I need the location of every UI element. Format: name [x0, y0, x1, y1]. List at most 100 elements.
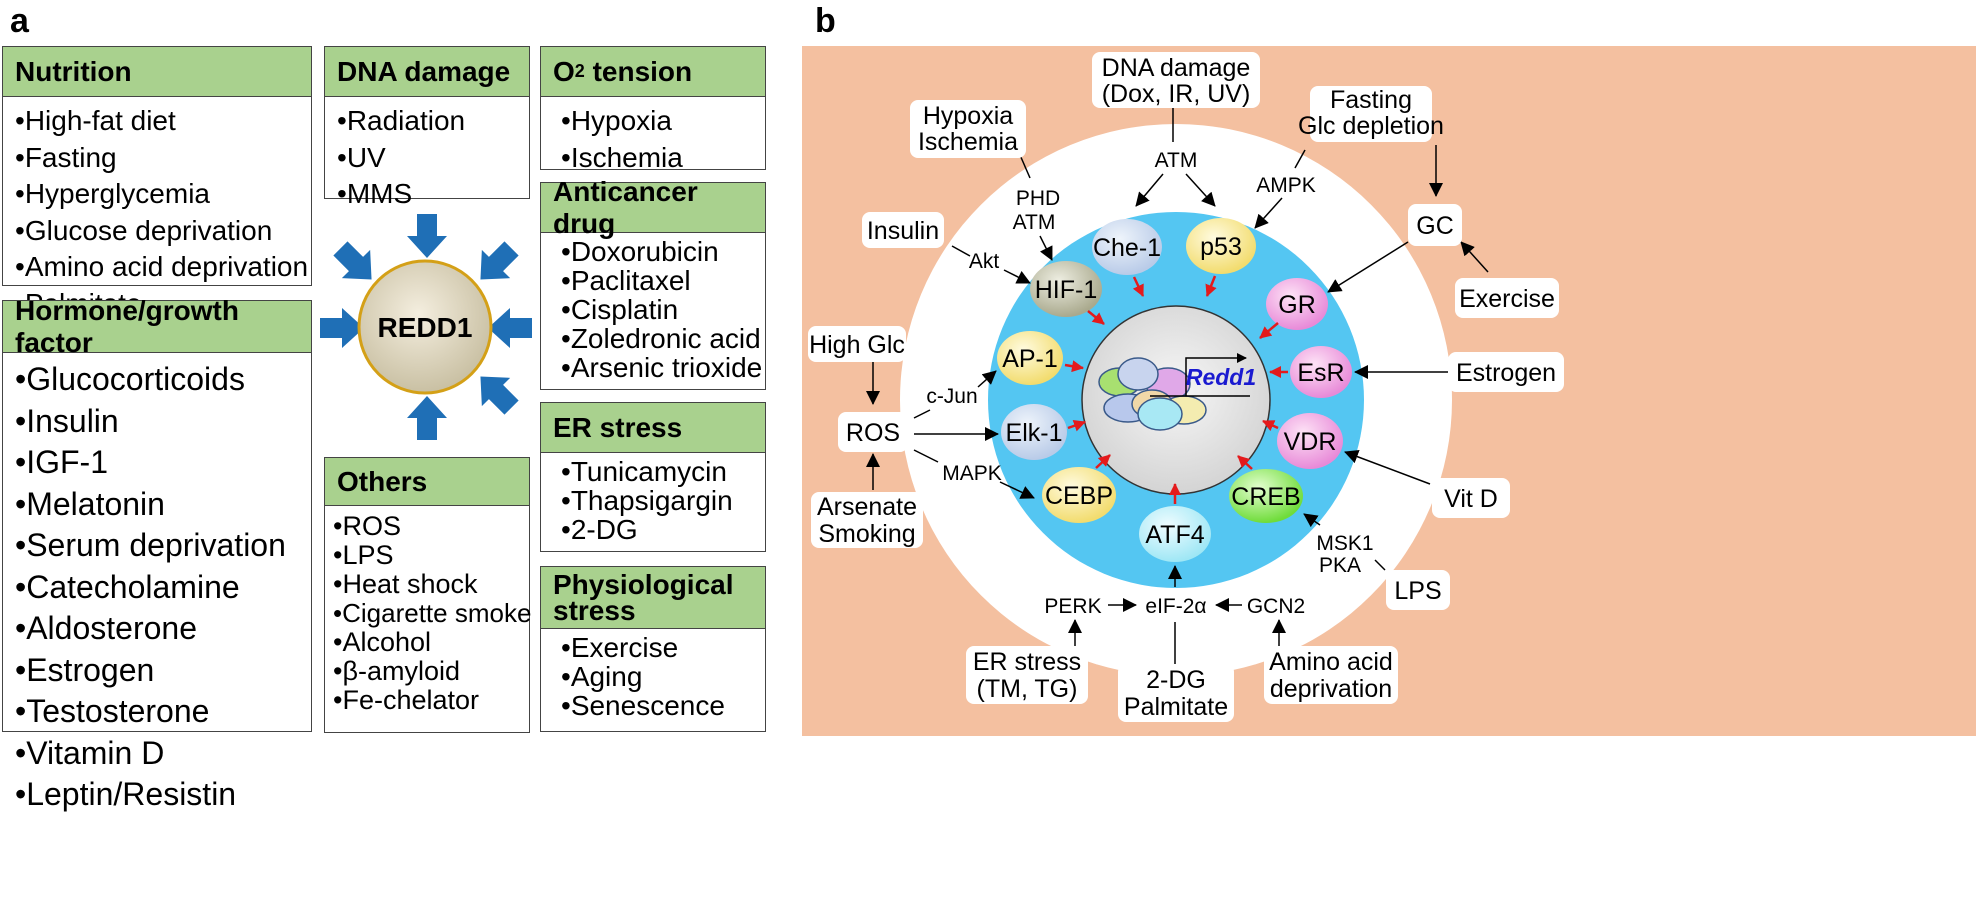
anticancer-drug-box: Anticancer drug Doxorubicin Paclitaxel C…: [540, 176, 766, 390]
stimulus-palmitate: Palmitate: [1124, 693, 1228, 721]
list-item: ROS: [333, 512, 521, 541]
stimulus-ros: ROS: [846, 419, 900, 447]
connector-line: [913, 449, 939, 463]
list-item: Tunicamycin: [561, 457, 745, 486]
list-item: Hypoxia: [561, 103, 745, 140]
mediator-phd: PHD: [1016, 187, 1060, 210]
tf-esr: EsR: [1290, 346, 1352, 398]
nutrition-title: Nutrition: [3, 47, 311, 97]
others-list: ROS LPS Heat shock Cigarette smoke Alcoh…: [325, 506, 531, 721]
stimulus-dna-damage: DNA damage: [1102, 54, 1251, 82]
o2-title-rest: tension: [584, 55, 693, 87]
list-item: Leptin/Resistin: [15, 774, 299, 816]
list-item: Doxorubicin: [561, 237, 745, 266]
red-arrow-icon: [1067, 420, 1086, 432]
stimulus-insulin: Insulin: [867, 217, 939, 245]
list-item: β-amyloid: [333, 657, 521, 686]
red-arrow-icon: [1132, 276, 1145, 297]
svg-text:ATF4: ATF4: [1145, 521, 1204, 549]
black-arrow-icon: [1327, 241, 1409, 293]
svg-text:AP-1: AP-1: [1002, 345, 1058, 373]
redd1-label: REDD1: [378, 312, 473, 343]
stimulus-box-amino-acid: [1264, 646, 1398, 704]
anticancer-drug-list: Doxorubicin Paclitaxel Cisplatin Zoledro…: [541, 233, 765, 386]
svg-text:Che-1: Che-1: [1093, 234, 1161, 262]
list-item: Thapsigargin: [561, 486, 745, 515]
stimulus-box-dna-damage: [1092, 52, 1260, 108]
stimulus-box-ros: [838, 412, 908, 452]
black-arrow-icon: [1185, 173, 1216, 207]
list-item: Estrogen: [15, 650, 299, 692]
red-arrow-icon: [1259, 322, 1279, 339]
stimulus-box-estrogen: [1448, 352, 1564, 392]
nutrition-list: High-fat diet Fasting Hyperglycemia Gluc…: [3, 97, 311, 328]
dna-damage-box: DNA damage Radiation UV MMS: [324, 46, 530, 209]
tf-atf4: ATF4: [1139, 506, 1211, 562]
panel-b-label: b: [815, 2, 836, 40]
stimulus-high-glc: High Glc: [809, 331, 905, 359]
list-item: Paclitaxel: [561, 266, 745, 295]
stimulus-hypoxia: Hypoxia: [923, 102, 1013, 130]
red-arrow-icon: [1087, 310, 1105, 325]
black-arrow-icon: [999, 481, 1035, 499]
connector-line: [1019, 154, 1031, 179]
list-item: Glucose deprivation: [15, 213, 299, 250]
stimulus-tm-tg: (TM, TG): [977, 675, 1078, 703]
red-arrow-icon: [1095, 454, 1111, 469]
tf-creb: CREB: [1229, 469, 1303, 523]
blue-arrow-icon: [407, 396, 447, 440]
red-arrow-icon: [1262, 419, 1279, 432]
stimulus-box-insulin: [862, 212, 944, 248]
dna-damage-title: DNA damage: [325, 47, 529, 97]
list-item: 2-DG: [561, 515, 745, 544]
black-arrow-icon: [1003, 269, 1031, 284]
stimulus-2dg: 2-DG: [1146, 666, 1206, 694]
transcription-start-arrow: [1185, 353, 1247, 396]
list-item: IGF-1: [15, 442, 299, 484]
tf-ap1: AP-1: [997, 331, 1063, 385]
blue-arrow-icon: [488, 308, 532, 348]
o2-title-main: O: [553, 55, 575, 87]
svg-text:EsR: EsR: [1297, 359, 1344, 387]
svg-text:CEBP: CEBP: [1045, 482, 1113, 510]
stimulus-box-lps: [1386, 570, 1450, 610]
stimulus-vitd: Vit D: [1444, 485, 1498, 513]
mediator-atm-2: ATM: [1013, 211, 1056, 234]
list-item: High-fat diet: [15, 103, 299, 140]
list-item: Catecholamine: [15, 567, 299, 609]
tf-cebp: CEBP: [1042, 467, 1116, 523]
mediator-mapk: MAPK: [942, 462, 1002, 485]
o2-title-sub: 2: [574, 61, 585, 81]
mediator-cjun: c-Jun: [926, 385, 977, 408]
stimulus-fasting: Fasting: [1330, 86, 1412, 114]
connector-line: [1294, 149, 1306, 169]
list-item: Vitamin D: [15, 733, 299, 775]
list-item: Exercise: [561, 633, 745, 662]
stimulus-box-er-stress: [966, 646, 1088, 704]
stimulus-box-2dg: [1118, 664, 1234, 722]
blue-arrow-icon: [407, 214, 447, 258]
list-item: Hyperglycemia: [15, 176, 299, 213]
tf-elk1: Elk-1: [1001, 404, 1067, 460]
list-item: Alcohol: [333, 628, 521, 657]
mediator-msk1: MSK1: [1316, 532, 1373, 555]
mediator-eif2a: eIF-2α: [1145, 595, 1206, 618]
hormone-list: Glucocorticoids Insulin IGF-1 Melatonin …: [3, 353, 311, 822]
list-item: Amino acid deprivation: [15, 249, 308, 286]
tf-che1: Che-1: [1092, 219, 1162, 275]
others-title: Others: [325, 458, 529, 506]
o2-tension-list: Hypoxia Ischemia: [541, 97, 765, 182]
list-item: Aldosterone: [15, 608, 299, 650]
list-item: Fasting: [15, 140, 299, 177]
o2-tension-box: O2 tension Hypoxia Ischemia: [540, 46, 766, 173]
hormone-box: Hormone/growth factor Glucocorticoids In…: [2, 295, 312, 812]
list-item: Aging: [561, 662, 745, 691]
stimulus-box-gc: [1408, 204, 1462, 246]
er-stress-title: ER stress: [541, 403, 765, 453]
stimulus-gc: GC: [1416, 212, 1454, 240]
stimulus-box-vitd: [1432, 478, 1510, 518]
svg-text:GR: GR: [1278, 291, 1316, 319]
list-item: UV: [337, 140, 517, 177]
stimulus-box-arsenate: [811, 492, 923, 548]
